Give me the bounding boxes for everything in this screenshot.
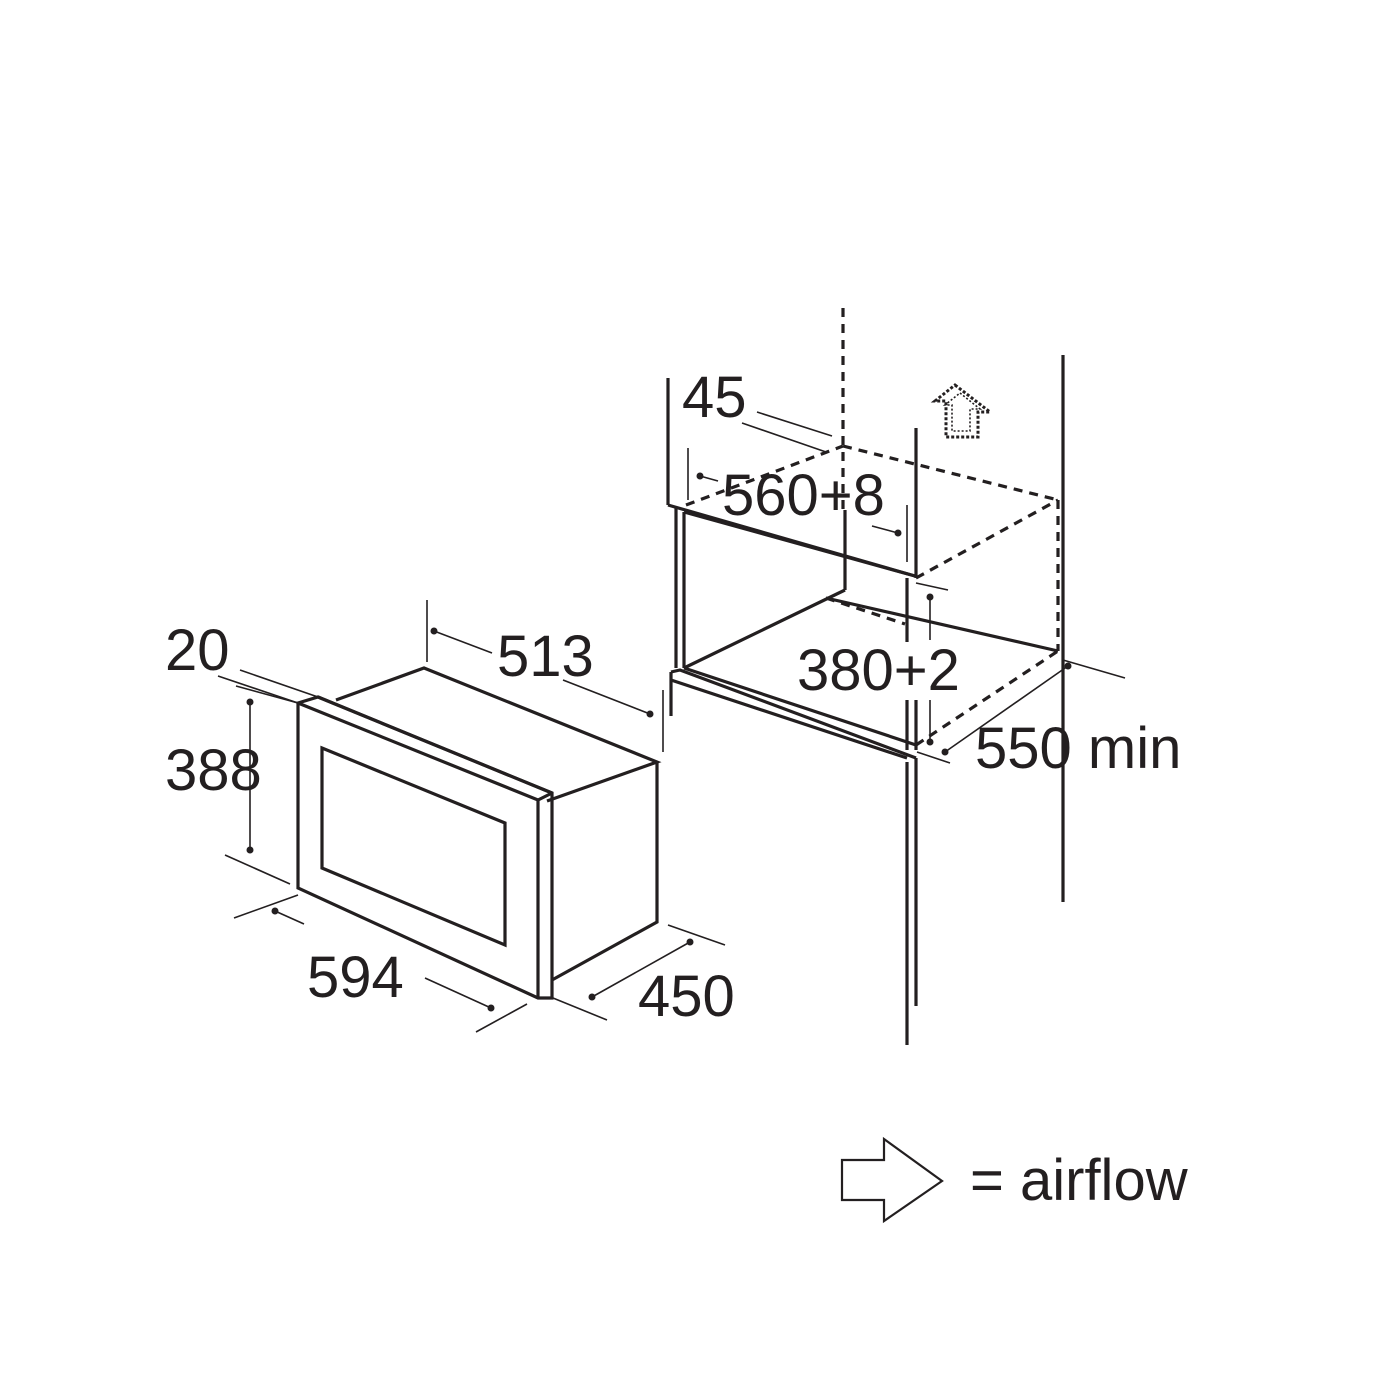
airflow-up-arrow-icon [930,383,995,439]
dim-niche-width: 560+8 [722,463,885,528]
oven-body-top [335,666,662,803]
legend-label: = airflow [970,1148,1189,1213]
oven-body-side [551,762,659,982]
oven-drawing [296,666,662,1000]
dim-niche-height: 380+2 [797,638,960,703]
dim-oven-width: 594 [307,945,404,1010]
dim-oven-body-width: 513 [497,624,594,689]
dim-oven-depth: 450 [638,964,735,1029]
cabinet-dimension-lines [687,411,1126,764]
oven-dimension-lines [217,600,726,1033]
legend: = airflow [840,1136,1189,1224]
airflow-arrow-icon [840,1136,944,1224]
dim-cabinet-offset: 45 [682,365,747,430]
dim-niche-depth: 550 min [975,716,1181,781]
oven-door-edge [317,695,553,795]
dim-oven-frame-depth: 20 [165,618,230,683]
dim-oven-height: 388 [165,738,262,803]
cabinet-drawing [666,308,1065,1045]
oven-window [320,745,507,948]
